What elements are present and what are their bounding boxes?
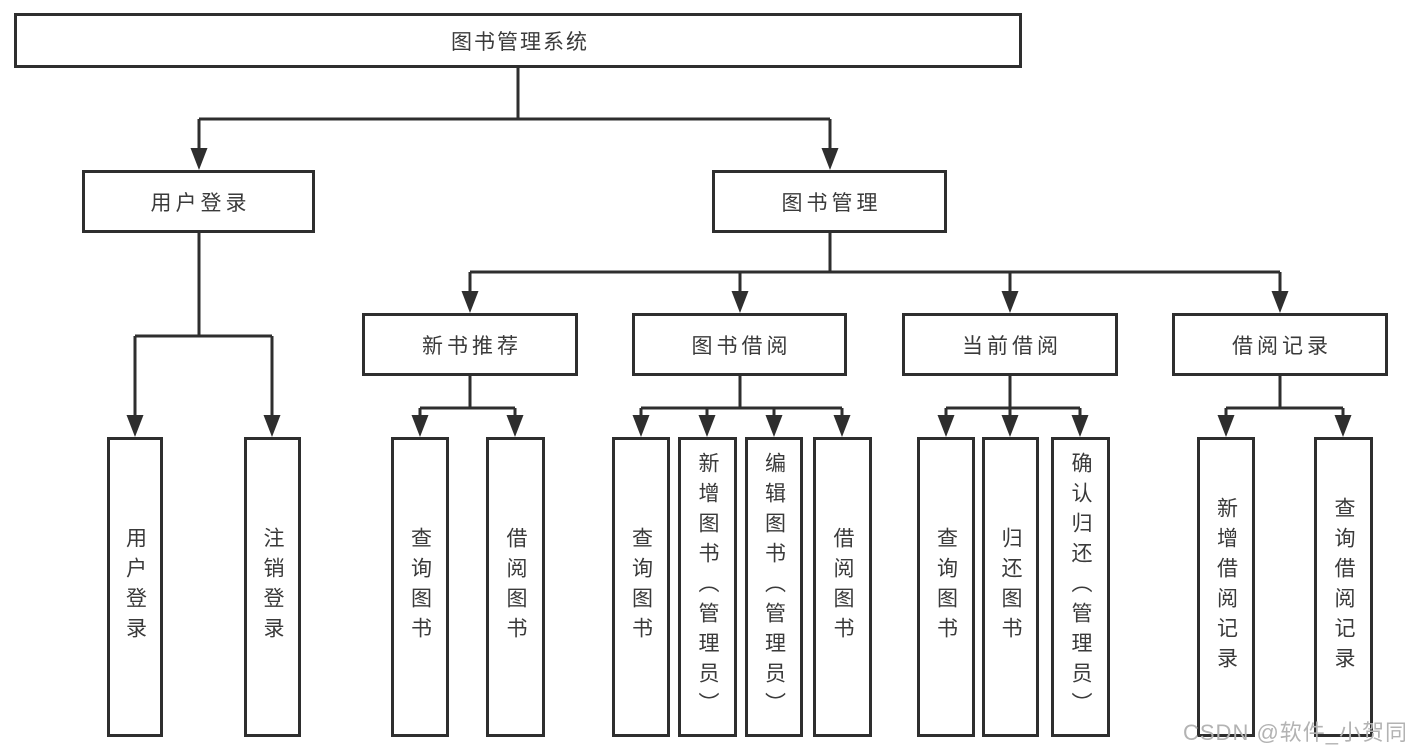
- leaf-add-book-admin: 新增图书（管理员）: [678, 437, 737, 737]
- leaf-query-books-current: 查询图书: [917, 437, 975, 737]
- node-book-management-label: 图书管理: [781, 191, 882, 215]
- leaf-logout: 注销登录: [244, 437, 301, 737]
- leaf-return-book: 归还图书: [982, 437, 1039, 737]
- node-borrow-records: 借阅记录: [1172, 313, 1388, 376]
- node-book-borrow-label: 图书借阅: [691, 334, 792, 358]
- leaf-user-login: 用户登录: [107, 437, 163, 737]
- leaf-add-borrow-record-label: 新增借阅记录: [1214, 497, 1238, 677]
- node-new-book-recommend-label: 新书推荐: [422, 334, 522, 358]
- leaf-confirm-return-admin-label: 确认归还（管理员）: [1069, 452, 1092, 722]
- node-current-borrow-label: 当前借阅: [962, 334, 1062, 358]
- leaf-add-book-admin-label: 新增图书（管理员）: [696, 452, 719, 722]
- node-book-borrow: 图书借阅: [632, 313, 847, 376]
- leaf-query-borrow-record-label: 查询借阅记录: [1332, 497, 1355, 677]
- node-user-login: 用户登录: [82, 170, 315, 233]
- node-borrow-records-label: 借阅记录: [1232, 334, 1332, 358]
- leaf-query-borrow-record: 查询借阅记录: [1314, 437, 1373, 737]
- leaf-return-book-label: 归还图书: [999, 527, 1022, 647]
- leaf-query-books-borrow-label: 查询图书: [629, 527, 653, 647]
- leaf-query-books-current-label: 查询图书: [934, 527, 958, 647]
- leaf-query-books-borrow: 查询图书: [612, 437, 670, 737]
- leaf-confirm-return-admin: 确认归还（管理员）: [1051, 437, 1110, 737]
- csdn-watermark: CSDN @软件_小贺同学: [1183, 720, 1405, 745]
- leaf-borrow-books-recommend-label: 借阅图书: [504, 527, 527, 647]
- leaf-add-borrow-record: 新增借阅记录: [1197, 437, 1255, 737]
- node-root: 图书管理系统: [14, 13, 1022, 68]
- leaf-borrow-books-recommend: 借阅图书: [486, 437, 545, 737]
- node-root-label: 图书管理系统: [451, 30, 589, 54]
- node-book-management: 图书管理: [712, 170, 947, 233]
- leaf-borrow-books-label: 借阅图书: [831, 527, 854, 647]
- leaf-edit-book-admin: 编辑图书（管理员）: [745, 437, 803, 737]
- leaf-query-books-recommend: 查询图书: [391, 437, 449, 737]
- node-new-book-recommend: 新书推荐: [362, 313, 578, 376]
- leaf-edit-book-admin-label: 编辑图书（管理员）: [762, 452, 786, 722]
- node-user-login-label: 用户登录: [150, 191, 251, 215]
- node-current-borrow: 当前借阅: [902, 313, 1118, 376]
- arrowhead-icons: [126, 148, 1352, 437]
- leaf-borrow-books: 借阅图书: [813, 437, 872, 737]
- leaf-logout-label: 注销登录: [261, 527, 284, 647]
- leaf-query-books-recommend-label: 查询图书: [408, 527, 432, 647]
- leaf-user-login-label: 用户登录: [123, 527, 147, 647]
